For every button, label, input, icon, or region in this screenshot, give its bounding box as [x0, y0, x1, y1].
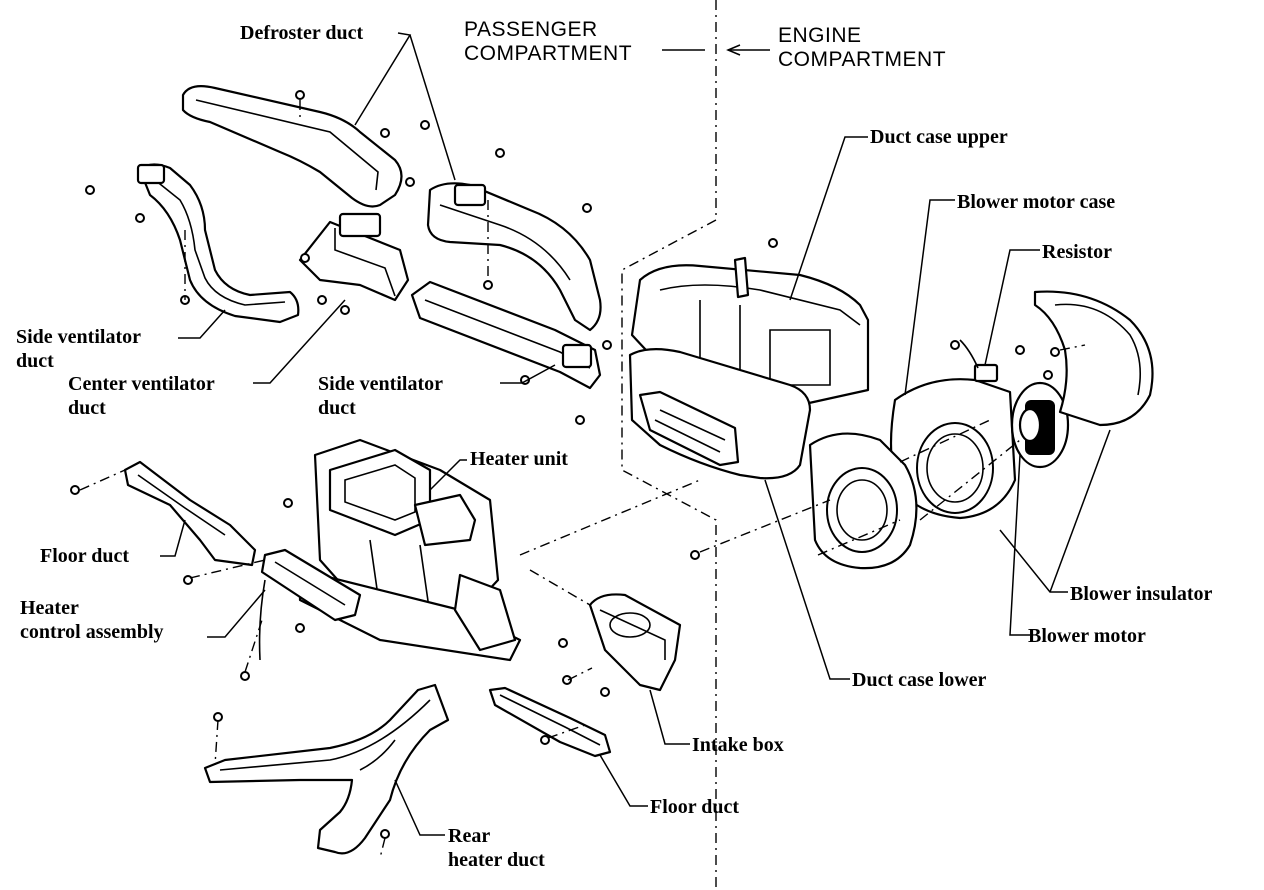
blower-insulator-shape	[808, 432, 918, 570]
label-intake-box: Intake box	[692, 734, 784, 756]
label-side-ventilator-duct-right: Side ventilator duct	[318, 372, 443, 420]
duct-case-lower-shape	[628, 348, 812, 480]
floor-duct-bottom-shape	[488, 686, 612, 758]
label-rear-heater-duct-line2: heater duct	[448, 849, 545, 871]
passenger-header-line1: PASSENGER	[464, 18, 598, 41]
label-duct-case-upper: Duct case upper	[870, 126, 1008, 148]
label-heater-control-assembly: Heater control assembly	[20, 596, 164, 644]
label-heater-control-assembly-line2: control assembly	[20, 621, 164, 643]
label-side-ventilator-duct-left-line2: duct	[16, 350, 54, 372]
rear-heater-duct-shape	[203, 683, 450, 855]
defroster-duct-shape	[181, 85, 602, 332]
engine-header-line2: COMPARTMENT	[778, 48, 947, 71]
heater-unit-shape	[298, 438, 522, 662]
label-floor-duct-bottom: Floor duct	[650, 796, 740, 818]
label-defroster-duct: Defroster duct	[240, 22, 364, 44]
label-side-ventilator-duct-left-line1: Side ventilator	[16, 326, 141, 348]
label-rear-heater-duct-line1: Rear	[448, 825, 491, 847]
engine-compartment-header: ENGINE COMPARTMENT	[778, 24, 946, 72]
label-blower-insulator: Blower insulator	[1070, 583, 1213, 605]
label-side-ventilator-duct-right-line1: Side ventilator	[318, 373, 443, 395]
label-duct-case-lower: Duct case lower	[852, 669, 987, 691]
passenger-compartment-header: PASSENGER COMPARTMENT	[464, 18, 632, 66]
leader-lines	[160, 32, 1111, 836]
label-side-ventilator-duct-left: Side ventilator duct	[16, 325, 141, 373]
passenger-header-line2: COMPARTMENT	[464, 42, 633, 65]
engine-header-line1: ENGINE	[778, 24, 862, 47]
label-center-ventilator-duct-line1: Center ventilator	[68, 373, 215, 395]
label-side-ventilator-duct-right-line2: duct	[318, 397, 356, 419]
label-blower-motor: Blower motor	[1028, 625, 1146, 647]
label-floor-duct-left: Floor duct	[40, 545, 130, 567]
label-blower-motor-case: Blower motor case	[957, 191, 1116, 213]
heater-control-assembly-shape	[258, 548, 362, 661]
label-heater-control-assembly-line1: Heater	[20, 597, 79, 619]
blower-cover-shape	[1033, 290, 1154, 427]
floor-duct-left-shape	[123, 460, 257, 567]
label-center-ventilator-duct: Center ventilator duct	[68, 372, 215, 420]
resistor-shape	[959, 339, 999, 383]
alignment-lines	[79, 100, 1086, 859]
side-ventilator-duct-right-shape	[410, 280, 602, 390]
side-ventilator-duct-left-shape	[136, 163, 300, 324]
center-ventilator-duct-shape	[298, 212, 410, 302]
screws	[70, 90, 1060, 839]
blower-motor-shape	[1010, 381, 1070, 469]
label-resistor: Resistor	[1042, 241, 1112, 263]
blower-motor-case-shape	[889, 378, 1017, 520]
label-heater-unit: Heater unit	[470, 448, 568, 470]
label-center-ventilator-duct-line2: duct	[68, 397, 106, 419]
intake-box-shape	[588, 593, 682, 692]
compartment-divider	[621, 0, 770, 890]
label-rear-heater-duct: Rear heater duct	[448, 824, 545, 872]
